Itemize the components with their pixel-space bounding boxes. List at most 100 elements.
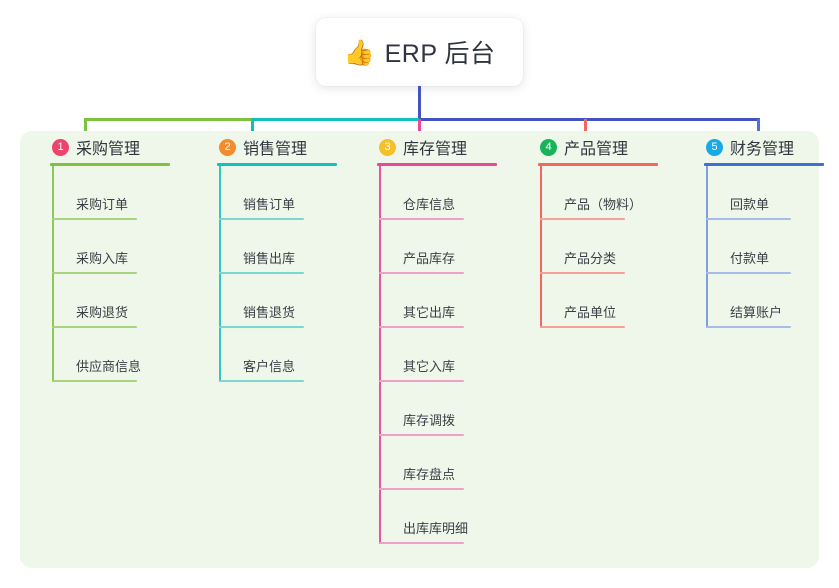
- leaf-item-label: 客户信息: [243, 359, 296, 374]
- column-3: 3 库存管理仓库信息产品库存其它出库其它入库库存调拨库存盘点出库库明细: [357, 131, 517, 544]
- leaf-item-label: 产品（物料）: [564, 197, 643, 212]
- leaf-item[interactable]: 其它入库: [379, 328, 517, 382]
- column-spine-1: [52, 166, 54, 382]
- leaf-item[interactable]: 产品单位: [540, 274, 678, 328]
- diagram-panel: 1 采购管理采购订单采购入库采购退货供应商信息 2 销售管理销售订单销售出库销售退货客…: [20, 131, 824, 568]
- leaf-item-label: 其它入库: [403, 359, 456, 374]
- leaf-item-rule: [540, 218, 625, 220]
- column-badge-5: 5: [706, 138, 723, 156]
- leaf-item[interactable]: 供应商信息: [52, 328, 190, 382]
- leaf-item-label: 产品分类: [564, 251, 617, 266]
- leaf-item-rule: [52, 218, 137, 220]
- column-header-4[interactable]: 4 产品管理: [518, 131, 678, 163]
- column-items-4: 产品（物料） 产品分类产品单位: [540, 166, 678, 328]
- leaf-item-label: 销售出库: [243, 251, 296, 266]
- column-spine-2: [219, 166, 221, 382]
- leaf-item[interactable]: 出库库明细: [379, 490, 517, 544]
- leaf-item[interactable]: 销售订单: [219, 166, 357, 220]
- column-badge-2: 2: [219, 138, 236, 156]
- column-title-2: 销售管理: [243, 141, 308, 158]
- leaf-item-label: 付款单: [730, 251, 770, 266]
- leaf-item-label: 供应商信息: [76, 359, 142, 374]
- leaf-item[interactable]: 结算账户: [706, 274, 839, 328]
- column-header-2[interactable]: 2 销售管理: [197, 131, 357, 163]
- column-header-3[interactable]: 3 库存管理: [357, 131, 517, 163]
- leaf-item-rule: [219, 272, 304, 274]
- leaf-item-label: 库存调拨: [403, 413, 456, 428]
- leaf-item-rule: [52, 272, 137, 274]
- leaf-item[interactable]: 库存调拨: [379, 382, 517, 436]
- column-badge-4: 4: [540, 138, 557, 156]
- column-title-1: 采购管理: [76, 141, 141, 158]
- root-title: ERP 后台: [384, 40, 496, 68]
- column-title-3: 库存管理: [403, 141, 468, 158]
- leaf-item[interactable]: 采购退货: [52, 274, 190, 328]
- leaf-item[interactable]: 采购入库: [52, 220, 190, 274]
- leaf-item[interactable]: 库存盘点: [379, 436, 517, 490]
- column-rule-3: [377, 163, 497, 166]
- leaf-item-rule: [706, 218, 791, 220]
- column-title-5: 财务管理: [730, 141, 795, 158]
- column-badge-1: 1: [52, 138, 69, 156]
- leaf-item[interactable]: 产品（物料）: [540, 166, 678, 220]
- leaf-item-label: 其它出库: [403, 305, 456, 320]
- column-spine-5: [706, 166, 708, 328]
- leaf-item-label: 销售订单: [243, 197, 296, 212]
- column-rule-4: [538, 163, 658, 166]
- root-node[interactable]: 👍 ERP 后台: [316, 18, 523, 86]
- column-spine-3: [379, 166, 381, 544]
- leaf-item[interactable]: 仓库信息: [379, 166, 517, 220]
- column-items-2: 销售订单销售出库销售退货客户信息: [219, 166, 357, 382]
- column-rule-2: [217, 163, 337, 166]
- leaf-item[interactable]: 采购订单: [52, 166, 190, 220]
- column-header-1[interactable]: 1 采购管理: [30, 131, 190, 163]
- leaf-item[interactable]: 产品库存: [379, 220, 517, 274]
- leaf-item-rule: [219, 326, 304, 328]
- leaf-item-label: 采购入库: [76, 251, 129, 266]
- leaf-item-label: 采购退货: [76, 305, 129, 320]
- leaf-item-rule: [52, 326, 137, 328]
- leaf-item-label: 产品库存: [403, 251, 456, 266]
- leaf-item[interactable]: 付款单: [706, 220, 839, 274]
- leaf-item[interactable]: 回款单: [706, 166, 839, 220]
- leaf-item-rule: [379, 434, 464, 436]
- leaf-item-rule: [219, 380, 304, 382]
- leaf-item-label: 回款单: [730, 197, 770, 212]
- leaf-item-rule: [706, 326, 791, 328]
- leaf-item-label: 仓库信息: [403, 197, 456, 212]
- leaf-item-label: 结算账户: [730, 305, 783, 320]
- column-badge-3: 3: [379, 138, 396, 156]
- leaf-item[interactable]: 产品分类: [540, 220, 678, 274]
- column-spine-4: [540, 166, 542, 328]
- leaf-item-label: 销售退货: [243, 305, 296, 320]
- column-rule-1: [50, 163, 170, 166]
- leaf-item-label: 库存盘点: [403, 467, 456, 482]
- column-1: 1 采购管理采购订单采购入库采购退货供应商信息: [30, 131, 190, 382]
- leaf-item-rule: [379, 218, 464, 220]
- leaf-item[interactable]: 销售退货: [219, 274, 357, 328]
- leaf-item[interactable]: 客户信息: [219, 328, 357, 382]
- leaf-item-rule: [379, 488, 464, 490]
- column-4: 4 产品管理产品（物料） 产品分类产品单位: [518, 131, 678, 328]
- leaf-item-label: 产品单位: [564, 305, 617, 320]
- column-5: 5 财务管理回款单付款单结算账户: [684, 131, 839, 328]
- leaf-item-rule: [379, 380, 464, 382]
- column-header-5[interactable]: 5 财务管理: [684, 131, 839, 163]
- leaf-item-rule: [379, 542, 464, 544]
- column-rule-5: [704, 163, 824, 166]
- leaf-item[interactable]: 销售出库: [219, 220, 357, 274]
- leaf-item-rule: [52, 380, 137, 382]
- column-title-4: 产品管理: [564, 141, 629, 158]
- thumbs-up-icon: 👍: [343, 37, 375, 67]
- column-items-5: 回款单付款单结算账户: [706, 166, 839, 328]
- leaf-item-label: 采购订单: [76, 197, 129, 212]
- leaf-item-rule: [540, 272, 625, 274]
- leaf-item-label: 出库库明细: [403, 521, 469, 536]
- leaf-item-rule: [379, 272, 464, 274]
- leaf-item-rule: [540, 326, 625, 328]
- leaf-item[interactable]: 其它出库: [379, 274, 517, 328]
- leaf-item-rule: [379, 326, 464, 328]
- column-items-3: 仓库信息产品库存其它出库其它入库库存调拨库存盘点出库库明细: [379, 166, 517, 544]
- leaf-item-rule: [706, 272, 791, 274]
